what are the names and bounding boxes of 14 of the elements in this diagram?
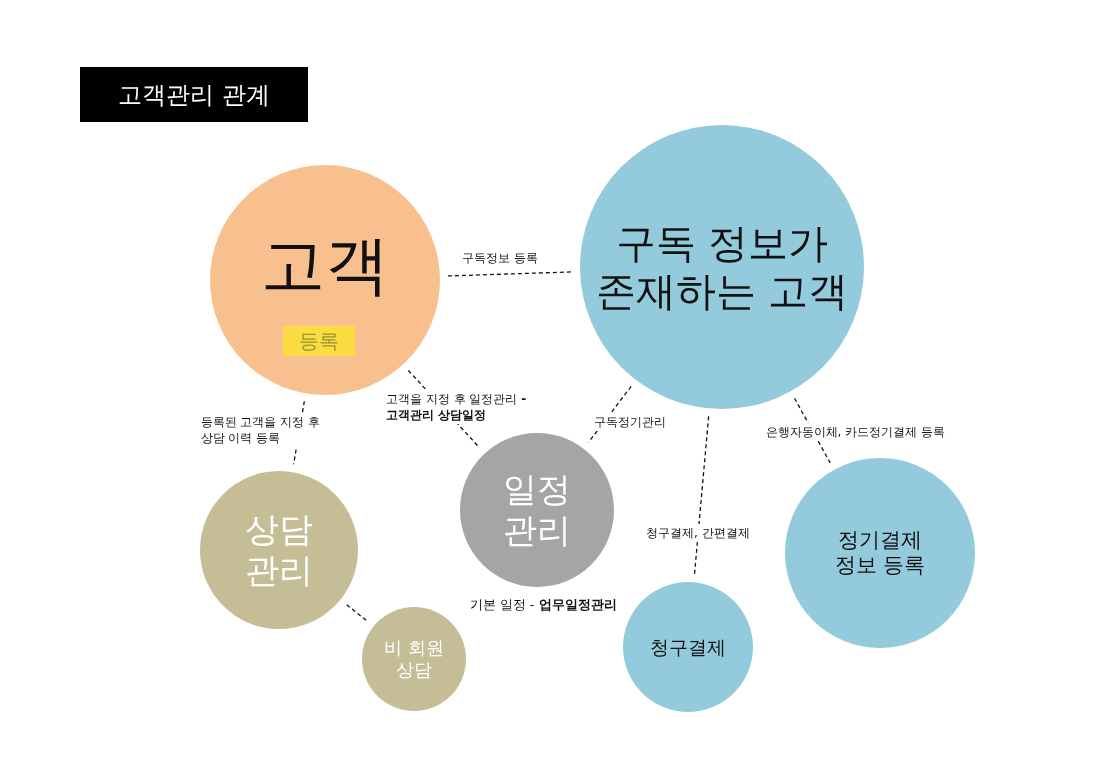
connector-line <box>793 397 831 464</box>
connector-line <box>587 385 632 443</box>
tag-badge: 등록 <box>283 326 355 356</box>
node-label: 정기결제 정보 등록 <box>833 527 927 579</box>
node-label: 고객 <box>261 226 389 304</box>
node-label: 청구결제 <box>650 635 726 659</box>
node-label: 상담 관리 <box>244 509 314 591</box>
connector-line <box>447 271 573 277</box>
connector-line <box>693 415 710 575</box>
node-label: 구독 정보가 존재하는 고객 <box>594 219 850 315</box>
node-label: 일정 관리 <box>502 469 572 551</box>
connector-line <box>346 604 368 622</box>
node-label: 비 회원 상담 <box>383 637 445 681</box>
title-banner: 고객관리 관계 <box>80 67 308 122</box>
